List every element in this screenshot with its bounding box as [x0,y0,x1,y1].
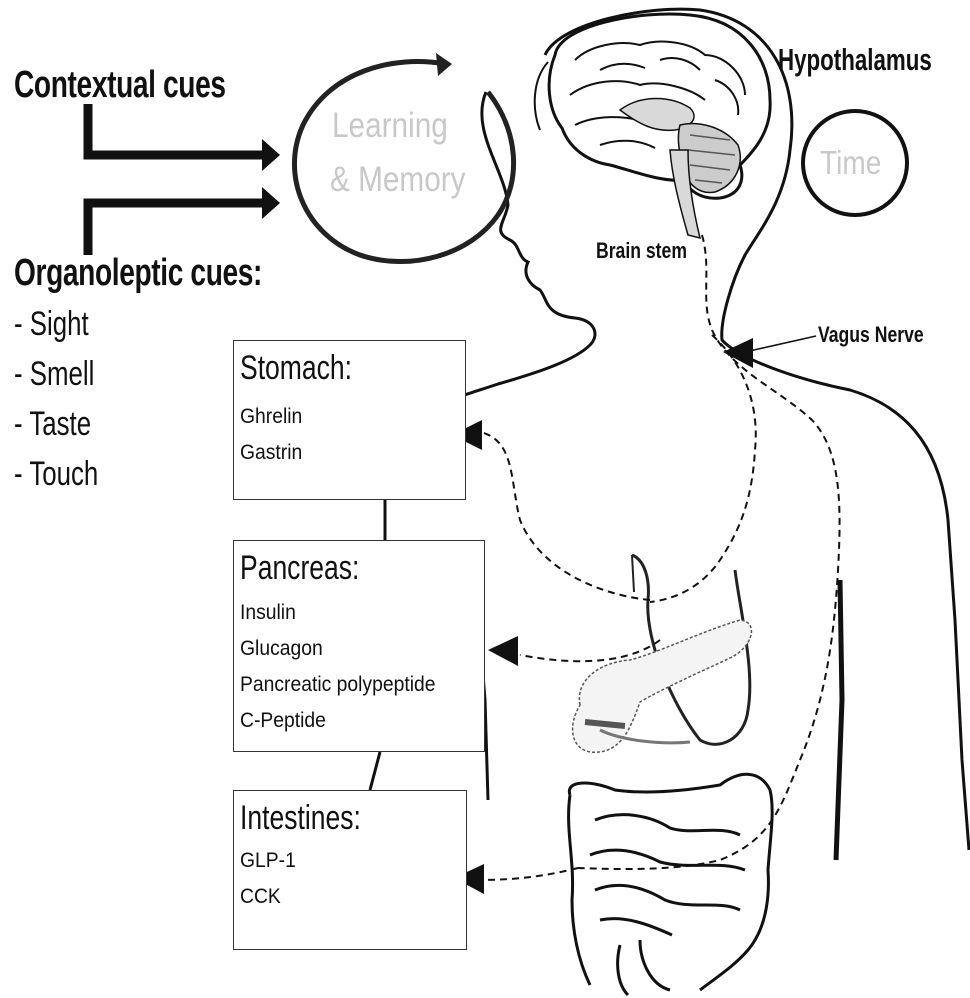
hormone-glucagon: Glucagon [240,631,435,667]
hormone-gastrin: Gastrin [240,435,302,471]
sense-taste: - Taste [14,407,91,441]
memory-label: & Memory [330,162,466,197]
pancreas-title: Pancreas: [240,551,359,585]
hormone-pancreatic-polypeptide: Pancreatic polypeptide [240,667,435,703]
pancreas-hormone-list: Insulin Glucagon Pancreatic polypeptide … [240,595,435,739]
hormone-insulin: Insulin [240,595,435,631]
brain-stem-label: Brain stem [596,240,687,262]
stomach-box: Stomach: Ghrelin Gastrin [233,340,466,500]
hormone-glp-1: GLP-1 [240,843,296,879]
neural-pathways [480,235,840,880]
sense-smell: - Smell [14,357,94,391]
intestines-illustration [569,774,773,995]
hormone-c-peptide: C-Peptide [240,703,435,739]
contextual-cue-arrowhead [262,139,280,171]
intestines-hormone-list: GLP-1 CCK [240,843,296,915]
hypothalamus-label: Hypothalamus [778,44,932,75]
torso-right-inner [836,580,842,860]
pancreas-arrowhead [488,636,518,666]
intestines-title: Intestines: [240,801,361,835]
contextual-cue-arrow [88,104,265,155]
stomach-title: Stomach: [240,351,352,385]
learning-memory-arrowhead [436,53,452,76]
vagus-nerve-pointer [745,336,816,352]
sense-sight: - Sight [14,307,89,341]
sense-touch: - Touch [14,457,98,491]
vagus-nerve-label: Vagus Nerve [818,324,924,346]
pancreas-box: Pancreas: Insulin Glucagon Pancreatic po… [233,540,485,752]
organoleptic-cue-arrow [88,203,265,255]
contextual-cues-label: Contextual cues [14,66,226,104]
neck-line [535,62,548,130]
hormone-ghrelin: Ghrelin [240,399,302,435]
organoleptic-cues-label: Organoleptic cues: [14,254,262,292]
time-label: Time [820,146,881,179]
intestines-box: Intestines: GLP-1 CCK [233,790,467,950]
organoleptic-cue-arrowhead [262,187,280,219]
brain-illustration [549,14,770,238]
pancreas-illustration [573,620,752,752]
learning-label: Learning [332,108,448,143]
hormone-cck: CCK [240,879,296,915]
stomach-hormone-list: Ghrelin Gastrin [240,399,302,471]
